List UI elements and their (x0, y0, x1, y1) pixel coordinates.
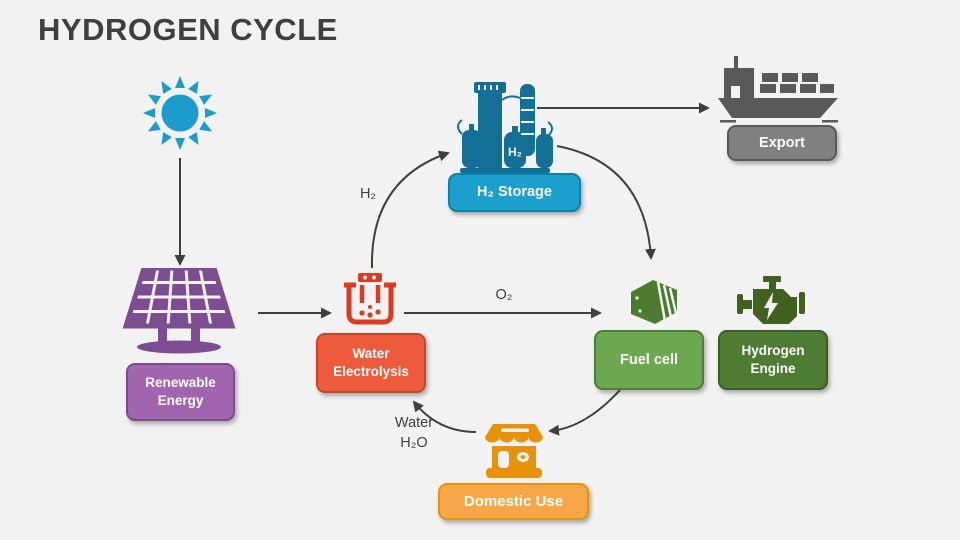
water-electrolysis-node[interactable]: Water Electrolysis (316, 333, 426, 393)
cargo-ship-icon (718, 56, 838, 123)
water-flow-label-line2: H₂O (400, 434, 428, 451)
water-flow-label-line1: Water (394, 415, 434, 431)
export-label: Export (759, 134, 805, 151)
hydrogen-engine-label: Hydrogen Engine (741, 343, 805, 376)
storefront-icon (485, 424, 543, 478)
storage-tank-label: H₂ (508, 145, 522, 159)
electrolysis-icon (344, 273, 396, 325)
fuel-cell-icon (631, 280, 678, 324)
domestic-use-node[interactable]: Domestic Use (438, 483, 589, 520)
arrow-domestic-to-electrolysis (412, 400, 477, 433)
water-electrolysis-label: Water Electrolysis (333, 346, 409, 379)
fuel-cell-node[interactable]: Fuel cell (594, 330, 704, 390)
water-flow-label: Water H₂O (382, 414, 446, 453)
arrow-fuelcell-to-domestic (548, 389, 621, 436)
export-node[interactable]: Export (727, 125, 837, 161)
engine-icon (737, 276, 805, 324)
renewable-energy-label: Renewable Energy (145, 375, 216, 408)
arrow-storage-to-fuelcell (556, 145, 656, 260)
h2-flow-label: H₂ (359, 186, 377, 202)
hydrogen-engine-node[interactable]: Hydrogen Engine (718, 330, 828, 390)
renewable-energy-node[interactable]: Renewable Energy (126, 363, 235, 421)
sun-icon (143, 76, 217, 150)
o2-flow-label: O₂ (495, 287, 513, 303)
arrow-electrolysis-to-storage (370, 150, 450, 269)
domestic-use-label: Domestic Use (463, 492, 564, 510)
fuel-cell-label: Fuel cell (619, 351, 679, 368)
page-title: HYDROGEN CYCLE (38, 12, 338, 47)
h2-storage-label: H₂ Storage (477, 184, 552, 201)
solar-panel-icon (122, 268, 236, 354)
storage-plant-icon: H₂ (457, 82, 553, 173)
h2-storage-node[interactable]: H₂ Storage (448, 173, 581, 212)
